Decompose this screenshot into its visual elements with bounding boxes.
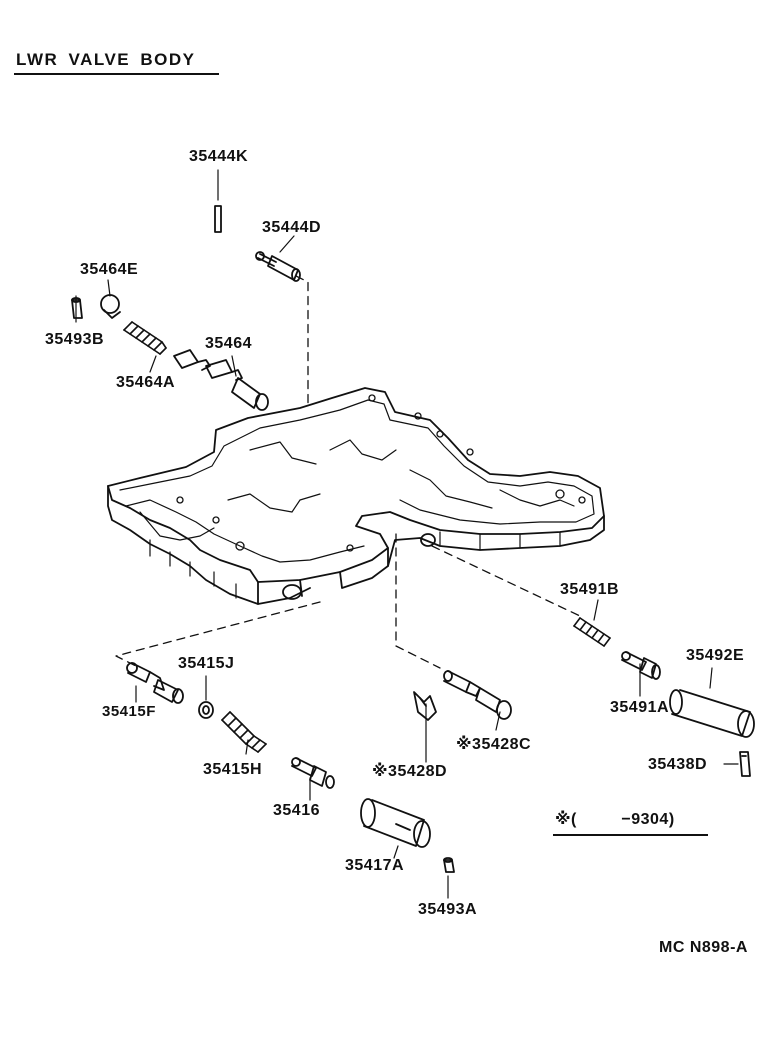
label-35491A: 35491A bbox=[610, 699, 670, 716]
part-35491B-spring bbox=[573, 617, 611, 647]
label-35428C: ※35428C bbox=[456, 736, 532, 753]
part-35415H-spring bbox=[221, 711, 267, 753]
label-35444K: 35444K bbox=[189, 148, 249, 165]
label-35492E: 35492E bbox=[686, 647, 745, 664]
part-35491A-plug bbox=[621, 651, 661, 680]
label-35444D: 35444D bbox=[262, 219, 322, 236]
label-35493B: 35493B bbox=[45, 331, 105, 348]
part-35415J-washer bbox=[198, 701, 214, 719]
valve-body-housing bbox=[107, 387, 605, 605]
label-35416: 35416 bbox=[273, 802, 320, 819]
part-35493A-pin bbox=[443, 857, 455, 873]
part-35428C-valve bbox=[443, 670, 512, 720]
note-underline bbox=[553, 834, 708, 836]
assembly-guide-lines bbox=[115, 275, 581, 669]
label-35464: 35464 bbox=[205, 335, 252, 352]
part-35444D-plug bbox=[255, 251, 301, 282]
label-35491B: 35491B bbox=[560, 581, 620, 598]
label-35493A: 35493A bbox=[418, 901, 478, 918]
part-35438D-pin bbox=[739, 751, 751, 777]
diagram-title: LWR VALVE BODY bbox=[16, 50, 196, 69]
label-35464A: 35464A bbox=[116, 374, 176, 391]
part-35416-plug bbox=[291, 757, 335, 789]
label-35415F: 35415F bbox=[102, 703, 156, 720]
label-35415J: 35415J bbox=[178, 655, 235, 672]
part-35444K-pin bbox=[214, 205, 222, 233]
reference-code: MC N898-A bbox=[659, 939, 748, 956]
part-35428D-clip bbox=[413, 691, 437, 721]
part-35464-valve bbox=[173, 349, 269, 411]
part-35417A-sleeve bbox=[360, 798, 431, 848]
part-35415F-plug bbox=[126, 662, 184, 704]
label-35438D: 35438D bbox=[648, 756, 708, 773]
part-35493B-pin bbox=[71, 297, 83, 319]
part-35492E-sleeve bbox=[669, 689, 755, 738]
label-35464E: 35464E bbox=[80, 261, 139, 278]
label-35428D: ※35428D bbox=[372, 763, 448, 780]
part-35464E-cap bbox=[100, 294, 121, 319]
part-35464A-spring bbox=[123, 321, 167, 355]
applicability-note: ※( −9304) bbox=[555, 811, 675, 828]
label-35415H: 35415H bbox=[203, 761, 263, 778]
leader-lines bbox=[75, 169, 739, 899]
title-underline bbox=[14, 73, 219, 75]
label-35417A: 35417A bbox=[345, 857, 405, 874]
